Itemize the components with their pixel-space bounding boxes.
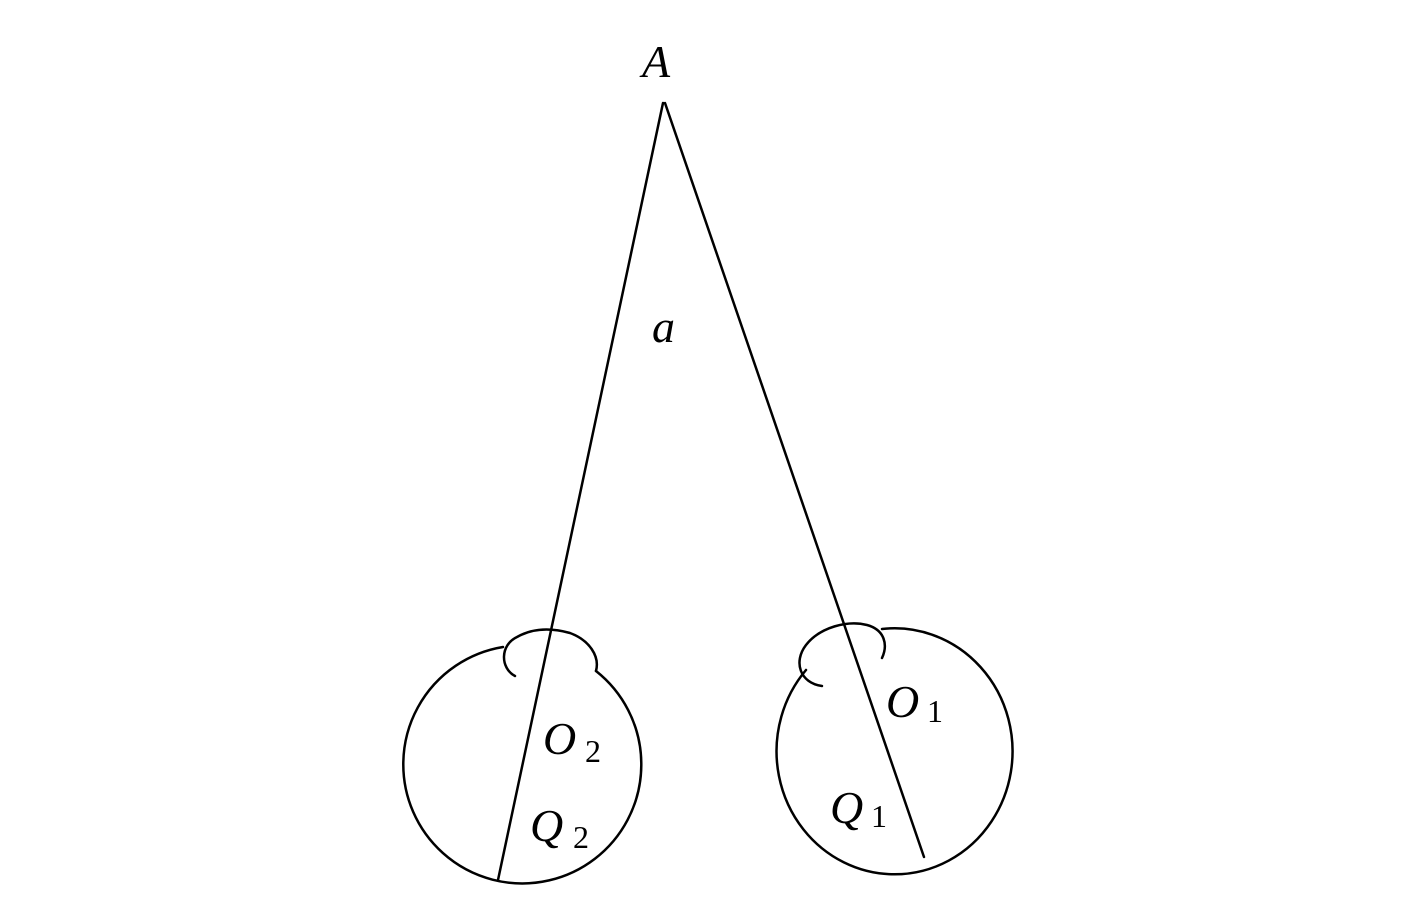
label-o2: O 2 (543, 713, 601, 769)
label-q1: Q 1 (830, 782, 887, 834)
label-o1-sub: 1 (927, 693, 943, 729)
label-q2: Q 2 (530, 800, 589, 855)
label-o2-sub: 2 (585, 733, 601, 769)
label-apex-a: A (639, 36, 671, 87)
label-o2-main: O (543, 713, 576, 764)
label-q2-main: Q (530, 800, 563, 851)
label-o1-main: O (886, 676, 919, 727)
label-q1-sub: 1 (871, 798, 887, 834)
circle-o2 (402, 645, 643, 885)
circle-o1 (775, 627, 1014, 876)
cusp-loop-o2 (502, 628, 599, 678)
label-q2-sub: 2 (573, 819, 589, 855)
line-a-to-q2 (496, 101, 665, 882)
label-o1: O 1 (886, 676, 943, 729)
line-a-to-q1 (663, 101, 926, 859)
cusp-loop-o1 (798, 622, 886, 688)
label-angle-a: a (652, 301, 675, 352)
label-q1-main: Q (830, 782, 863, 833)
